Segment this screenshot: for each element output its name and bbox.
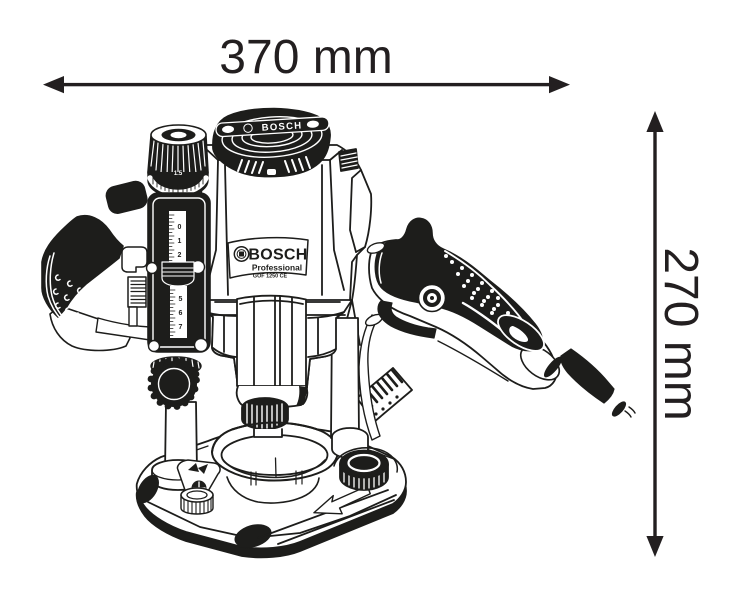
svg-text:6: 6 xyxy=(179,310,183,317)
svg-text:2: 2 xyxy=(178,252,182,259)
svg-text:GOF 1250 CE: GOF 1250 CE xyxy=(253,274,288,280)
svg-text:1: 1 xyxy=(178,238,182,245)
svg-text:270 mm: 270 mm xyxy=(654,247,707,420)
svg-text:Professional: Professional xyxy=(252,263,302,273)
svg-text:370 mm: 370 mm xyxy=(219,31,392,84)
svg-text:1.5: 1.5 xyxy=(174,171,183,177)
svg-text:BOSCH: BOSCH xyxy=(261,120,302,133)
svg-text:7: 7 xyxy=(179,324,183,331)
svg-text:0: 0 xyxy=(178,224,182,231)
svg-text:5: 5 xyxy=(179,296,183,303)
svg-text:BOSCH: BOSCH xyxy=(248,247,307,264)
